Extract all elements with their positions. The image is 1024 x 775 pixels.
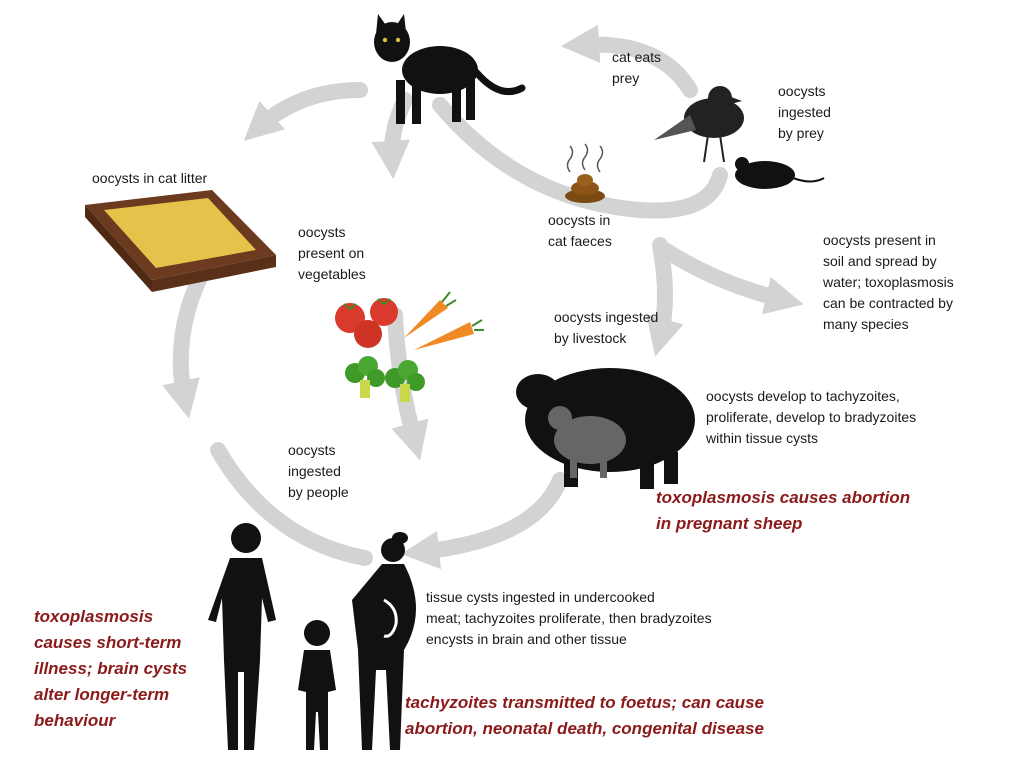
carrot-icon: [404, 291, 484, 350]
label-cat-eats-prey: cat eats prey: [612, 49, 662, 86]
bird-icon: [654, 86, 744, 163]
label-oocysts-ingested-by-livestock: oocysts ingested by livestock: [554, 309, 659, 346]
arrow-cat-to-faeces: [432, 97, 728, 219]
cat-icon: [374, 14, 526, 124]
child-icon: [298, 620, 336, 750]
label-oocysts-ingested-by-people: oocysts ingested by people: [288, 442, 349, 500]
label-oocysts-present-in-soil: oocysts present in soil and spread by wa…: [823, 232, 954, 332]
label-tissue-cysts-ingested: tissue cysts ingested in undercooked mea…: [426, 589, 712, 647]
lamb-icon: [548, 406, 626, 478]
arrow-faeces-to-soil: [657, 242, 804, 315]
cat-litter-box-icon: [85, 190, 276, 292]
mouse-icon: [735, 157, 825, 189]
arrow-cat-to-litter: [243, 82, 368, 141]
arrow-livestock-to-woman: [400, 472, 568, 570]
arrow-prey-to-cat: [560, 24, 698, 98]
outcome-sheep-abortion: toxoplasmosis causes abortion in pregnan…: [656, 488, 911, 533]
arrow-people-to-woman: [210, 442, 373, 566]
label-oocysts-present-on-vegetables: oocysts present on vegetables: [298, 224, 366, 282]
tomato-icon: [335, 298, 398, 348]
arrow-faeces-to-livestock: [646, 237, 684, 357]
cat-faeces-icon: [565, 143, 605, 203]
broccoli-icon: [345, 356, 425, 402]
label-oocysts-in-cat-faeces: oocysts in cat faeces: [548, 212, 612, 249]
man-icon: [208, 523, 276, 750]
outcome-human-illness: toxoplasmosis causes short-term illness;…: [34, 607, 188, 730]
pregnant-woman-icon: [352, 532, 416, 750]
vegetables-group: [335, 291, 484, 402]
label-oocysts-develop-to-tachyzoites: oocysts develop to tachyzoites, prolifer…: [706, 388, 917, 446]
label-oocysts-ingested-by-prey: oocysts ingested by prey: [778, 83, 831, 141]
outcome-foetus-transmission: tachyzoites transmitted to foetus; can c…: [405, 693, 764, 738]
label-oocysts-in-cat-litter: oocysts in cat litter: [92, 170, 208, 186]
